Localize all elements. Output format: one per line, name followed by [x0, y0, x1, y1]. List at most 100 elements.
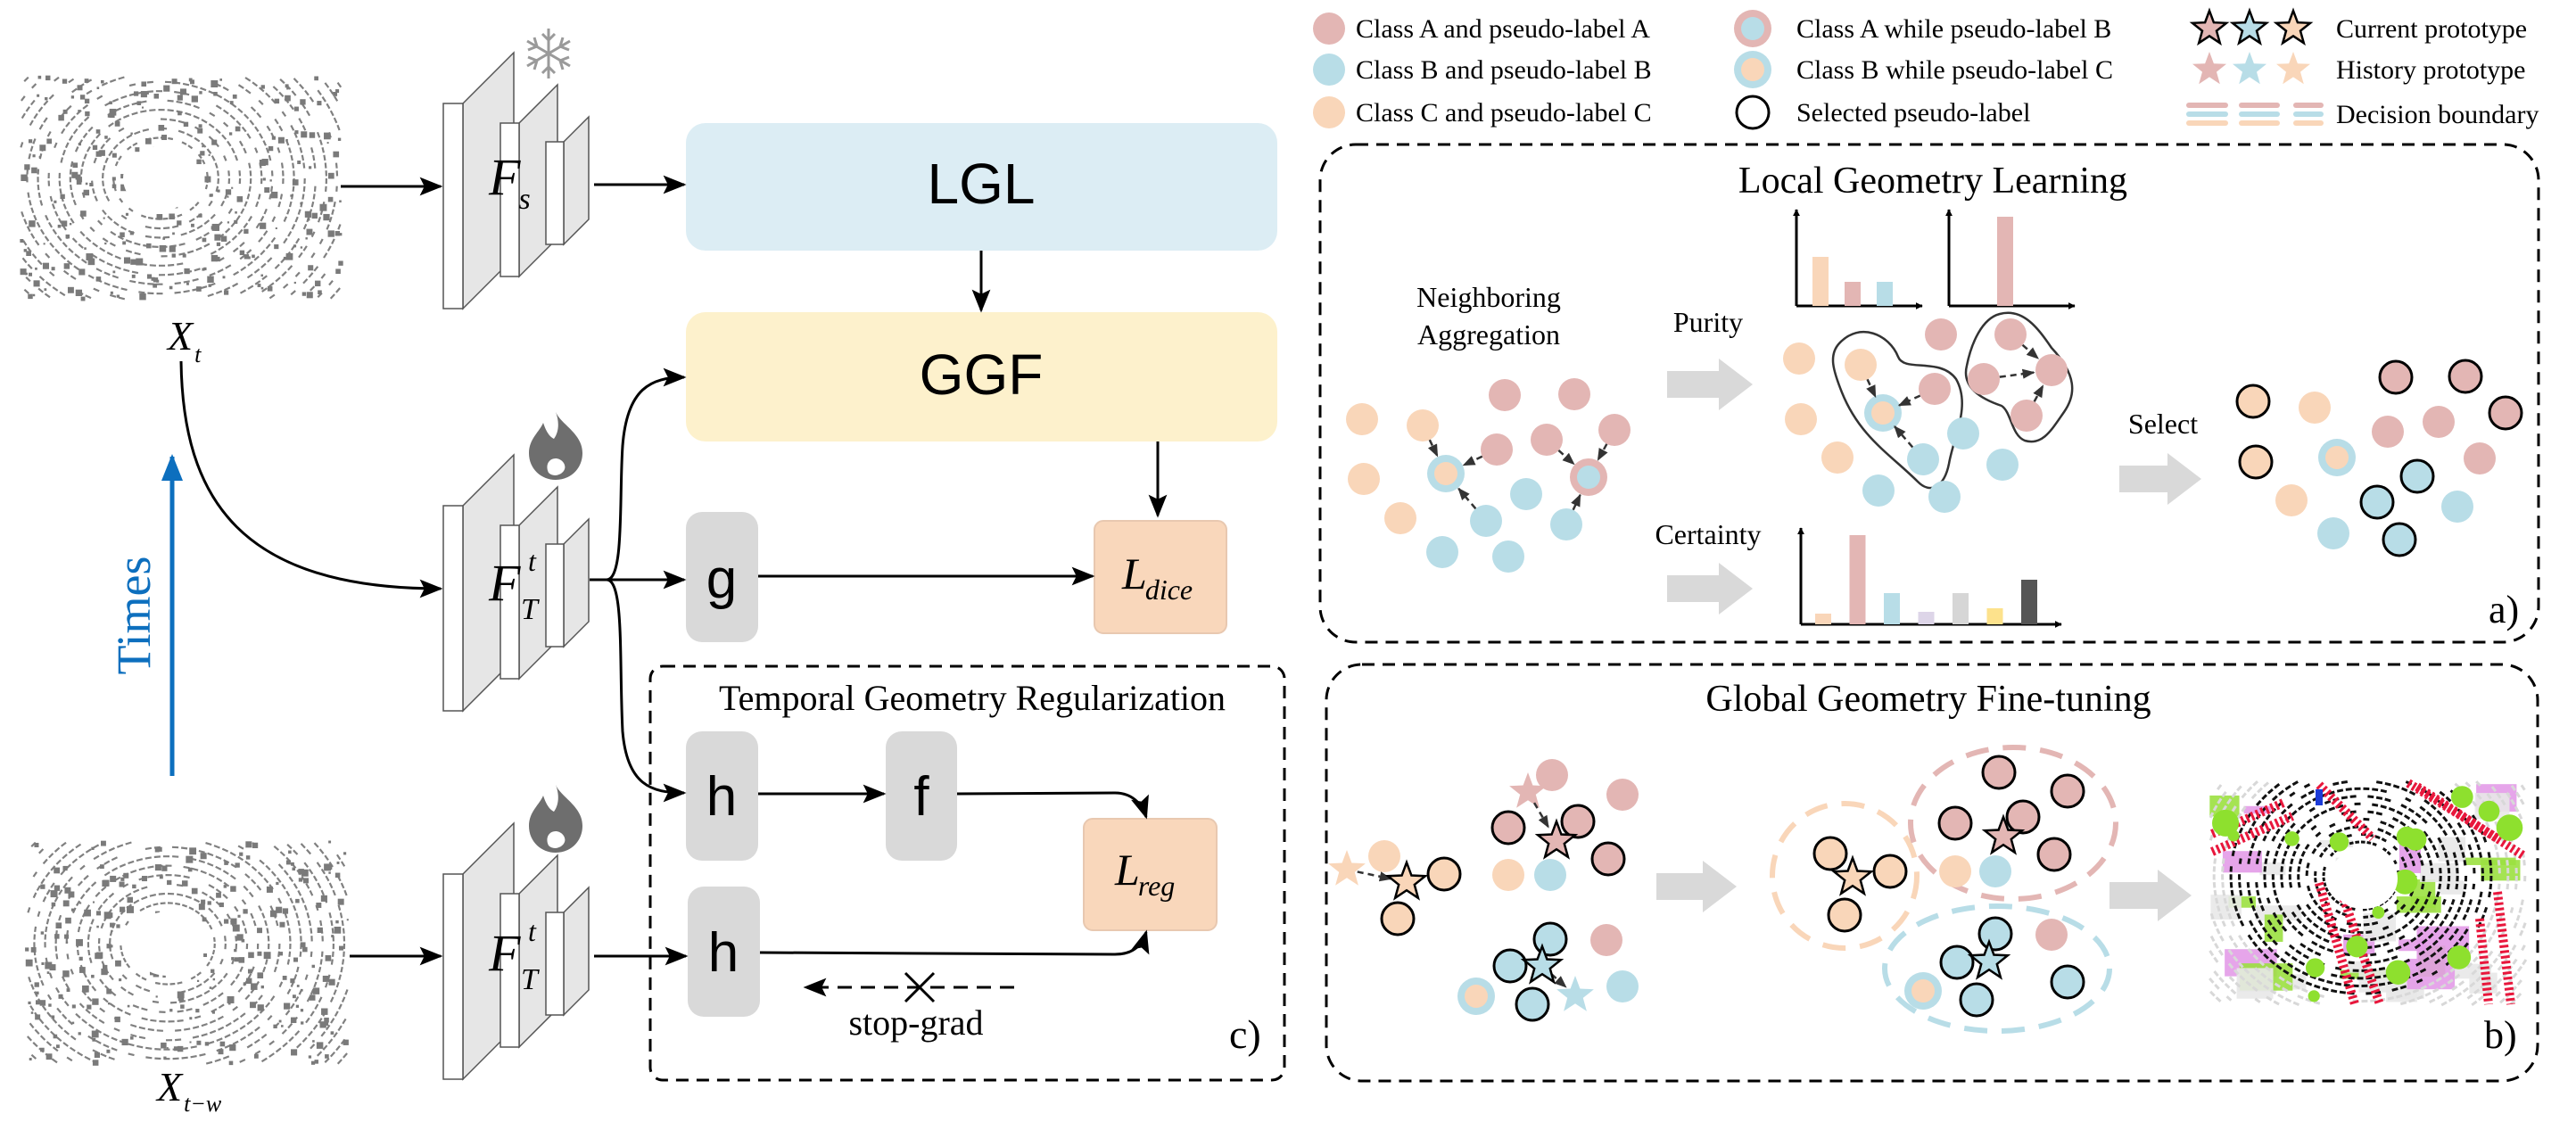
scan-point [296, 985, 300, 987]
scan-point [202, 268, 205, 271]
scan-point [248, 952, 254, 959]
scan-point [110, 291, 113, 294]
tgr-panel [648, 664, 1286, 1082]
scan-ring [79, 109, 242, 248]
scan-point [318, 290, 322, 295]
scan-point [154, 847, 160, 853]
scan-point [120, 232, 125, 237]
scan-ring [310, 82, 339, 292]
scan-point [229, 1044, 236, 1052]
scan-point [293, 957, 299, 962]
scan-point [54, 885, 61, 891]
scan-point [177, 1045, 184, 1052]
scan-point [65, 941, 69, 944]
scan-point [120, 877, 125, 881]
f-predictor [886, 731, 957, 861]
scan-point [37, 75, 42, 79]
scan-point [314, 76, 318, 81]
scan-point [301, 869, 309, 877]
seg-center-hole [2330, 848, 2398, 909]
scan-point [209, 986, 212, 989]
scan-point [198, 124, 202, 128]
decision-boundary-c [1770, 801, 1920, 951]
scan-point [173, 1046, 178, 1052]
scan-point [89, 182, 94, 186]
scan-point [262, 177, 266, 181]
scan-point [338, 260, 343, 266]
scan-point [191, 223, 194, 227]
scan-point [162, 974, 166, 978]
scan-point [237, 914, 241, 918]
scan-point [51, 1015, 55, 1019]
point-c [1492, 859, 1524, 891]
scan-point [110, 875, 117, 882]
current-prototype-star-icon [1520, 943, 1565, 985]
scan-point [45, 961, 53, 969]
scan-point [266, 886, 273, 893]
point-a [2372, 416, 2404, 448]
seg-ring [2271, 795, 2451, 957]
cluster-contour [1831, 331, 1963, 490]
scan-point [178, 111, 182, 116]
encoder-slab-front [545, 912, 565, 1016]
legend-label: Current prototype [2336, 14, 2527, 44]
selected-point [1515, 986, 1550, 1022]
scan-point [297, 161, 301, 164]
scan-point [120, 906, 126, 912]
scan-point [334, 927, 342, 934]
histogram-bar [1884, 593, 1900, 624]
scan-point [234, 957, 239, 962]
scan-point [23, 249, 28, 252]
scan-point [291, 1049, 298, 1056]
legend-label: Decision boundary [2336, 100, 2539, 129]
scan-point [200, 151, 205, 156]
selected-point [1872, 854, 1908, 889]
scan-point [339, 233, 343, 236]
scan-point [159, 875, 163, 879]
scan-point [157, 846, 162, 852]
seg-car [2316, 789, 2323, 805]
scan-point [42, 262, 50, 269]
selected-point-legend-icon [1735, 95, 1771, 130]
ggf-label: GGF [920, 342, 1044, 407]
selected-point [2359, 484, 2395, 520]
teacher-encoder-main: F [488, 924, 521, 982]
scan-point [211, 254, 219, 262]
seg-vegetation [2227, 829, 2240, 842]
legend-label: Selected pseudo-label [1796, 98, 2030, 128]
scan-point [330, 1031, 334, 1035]
flow-arrow [2119, 453, 2201, 505]
scan-point [306, 292, 313, 299]
scan-point [116, 294, 120, 298]
scan-point [177, 220, 182, 226]
point-c [1368, 840, 1400, 872]
scan-point [183, 121, 189, 128]
scan-point [80, 296, 86, 301]
selected-point [2382, 522, 2417, 557]
scan-point [319, 203, 327, 211]
dashed-arrow [1462, 455, 1483, 466]
point-a [1313, 12, 1345, 45]
selected-point [2036, 837, 2072, 872]
scan-point [156, 214, 163, 220]
scan-point [334, 872, 341, 879]
point-cloud-past-frame [25, 840, 350, 1066]
scan-point [198, 903, 205, 911]
scan-point [292, 867, 295, 871]
scan-ring [58, 90, 263, 267]
scan-point [200, 853, 207, 860]
scan-point [327, 196, 334, 202]
current-prototype-star-icon [1534, 818, 1579, 860]
point-c [1939, 855, 1971, 887]
scan-point [94, 1052, 100, 1058]
scan-point [210, 194, 213, 197]
scan-point [44, 288, 47, 291]
scan-point [141, 106, 144, 109]
seg-vegetation [2329, 832, 2349, 852]
point-c [1384, 502, 1416, 534]
scan-point [247, 256, 251, 260]
scan-point [286, 87, 289, 90]
reg-loss-box [1083, 818, 1218, 931]
scan-point [28, 139, 33, 144]
scan-point [114, 121, 120, 127]
